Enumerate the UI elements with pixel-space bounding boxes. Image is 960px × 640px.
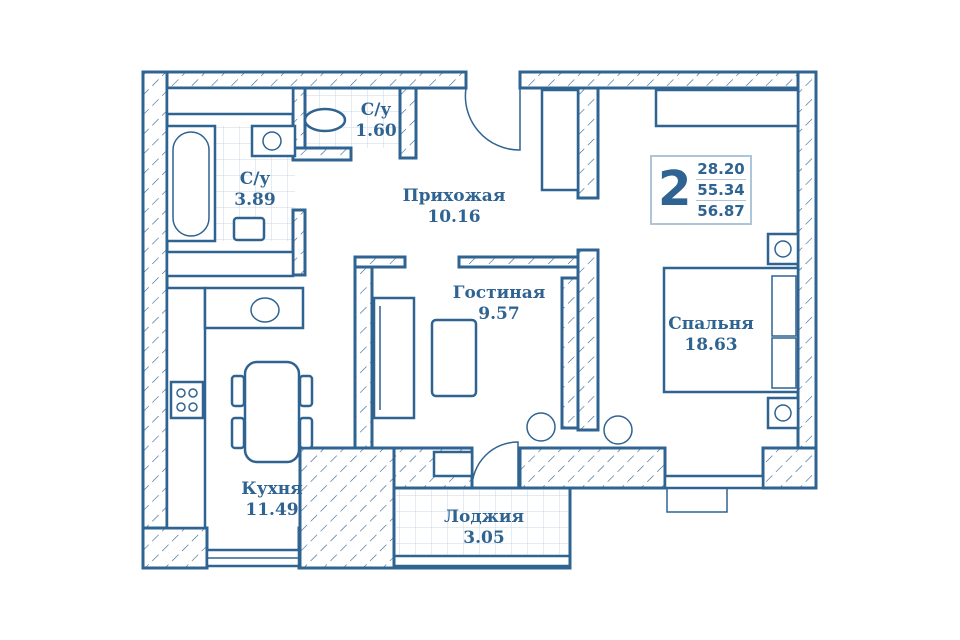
sink (232, 216, 266, 242)
toilet (303, 107, 347, 133)
room-name-hall: Прихожая (403, 186, 506, 206)
windows (205, 87, 765, 568)
nightstand (766, 396, 800, 430)
plant (526, 412, 556, 442)
room-count: 2 (658, 161, 692, 217)
nightstand (766, 232, 800, 266)
stove (169, 380, 205, 420)
dining-table (243, 360, 301, 464)
apartment-info-box: 2 28.20 55.34 56.87 (650, 155, 752, 225)
room-name-bedroom: Спальня (668, 314, 754, 334)
total-area: 55.34 (696, 181, 746, 201)
loggia-outline (392, 486, 572, 570)
room-area-loggia: 3.05 (463, 528, 504, 548)
room-area-living: 9.57 (478, 304, 519, 324)
room-area-kitchen: 11.49 (245, 500, 298, 520)
bed (662, 266, 800, 394)
room-name-wc: С/у (361, 100, 392, 120)
room-area-bedroom: 18.63 (684, 335, 737, 355)
furniture (165, 86, 800, 530)
bathtub (165, 124, 217, 243)
washing-machine (250, 124, 297, 158)
shelf (165, 86, 295, 116)
room-name-bath: С/у (240, 169, 271, 189)
wardrobe (165, 250, 295, 278)
kitchen-sink-counter (203, 286, 305, 330)
closet (540, 88, 580, 192)
coffee-table (430, 318, 478, 398)
room-name-kitchen: Кухня (241, 479, 302, 499)
living-area: 28.20 (696, 160, 746, 180)
wardrobe-bedroom (654, 88, 800, 128)
room-name-loggia: Лоджия (444, 507, 524, 527)
plant (603, 415, 633, 445)
loggia-floor (396, 490, 568, 558)
room-area-wc: 1.60 (355, 121, 397, 141)
walls (141, 70, 818, 570)
area-with-loggia: 56.87 (697, 202, 745, 220)
room-name-living: Гостиная (453, 283, 546, 303)
room-area-bath: 3.89 (234, 190, 275, 210)
room-area-hall: 10.16 (427, 207, 480, 227)
